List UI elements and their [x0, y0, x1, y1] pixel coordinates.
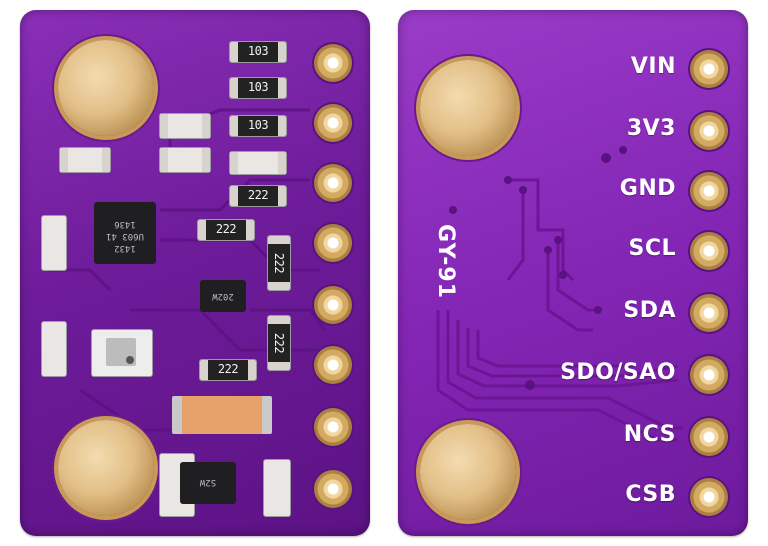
regulator-text: 202W: [212, 291, 234, 301]
header-pad-4: [314, 224, 352, 262]
header-pad-2: [314, 104, 352, 142]
resistor-label: 222: [215, 222, 237, 236]
header-pad-back-gnd: [690, 172, 728, 210]
header-pad-back-3v3: [690, 112, 728, 150]
imu-chip: U603 41 1436 1432: [94, 202, 156, 264]
resistor-label: 222: [272, 332, 286, 354]
header-pad-3: [314, 164, 352, 202]
tantalum-capacitor: [172, 396, 272, 434]
header-pad-back-vin: [690, 50, 728, 88]
header-pad-back-sda: [690, 294, 728, 332]
capacitor-c1: [160, 114, 210, 138]
barometer-sensor: [92, 330, 152, 376]
capacitor-c7: [264, 460, 290, 516]
regulator-chip: 202W: [200, 280, 246, 312]
mount-hole-top-left: [58, 40, 154, 136]
capacitor-c6: [42, 322, 66, 376]
header-pad-back-csb: [690, 478, 728, 516]
resistor-r8: 222: [200, 360, 256, 380]
pcb-back-side: VIN 3V3 GND SCL SDA SDO/SAO NCS CSB GY-9…: [398, 10, 748, 536]
header-pad-back-scl: [690, 232, 728, 270]
resistor-r1: 103: [230, 42, 286, 62]
pin-label-vin: VIN: [630, 54, 676, 79]
pcb-front-side: 103 103 103 222 222 222 222 222 U603 41 …: [20, 10, 370, 536]
board-model-label: GY-91: [433, 224, 458, 300]
resistor-r2: 103: [230, 78, 286, 98]
capacitor-c4: [230, 152, 286, 174]
imu-chip-line-2: 1436: [114, 219, 136, 229]
header-pad-8: [314, 470, 352, 508]
header-pad-6: [314, 346, 352, 384]
resistor-label: 222: [217, 362, 239, 376]
pin-label-sdo-sao: SDO/SAO: [560, 360, 676, 385]
pin-label-3v3: 3V3: [626, 116, 676, 141]
resistor-r3: 103: [230, 116, 286, 136]
resistor-label: 103: [247, 80, 269, 94]
capacitor-c2: [60, 148, 110, 172]
header-pad-7: [314, 408, 352, 446]
ldo-text: S2W: [199, 477, 217, 487]
ldo-chip: S2W: [180, 462, 236, 504]
pin-label-gnd: GND: [619, 176, 676, 201]
resistor-label: 103: [247, 118, 269, 132]
header-pad-back-sdo-sao: [690, 356, 728, 394]
pin-label-ncs: NCS: [623, 422, 676, 447]
resistor-label: 103: [247, 44, 269, 58]
header-pad-back-ncs: [690, 418, 728, 456]
imu-chip-line-3: 1432: [114, 243, 136, 253]
resistor-r4: 222: [230, 186, 286, 206]
resistor-r5: 222: [198, 220, 254, 240]
resistor-label: 222: [247, 188, 269, 202]
resistor-label: 222: [272, 252, 286, 274]
capacitor-c5: [42, 216, 66, 270]
mount-hole-top-left-back: [420, 60, 516, 156]
header-pad-1: [314, 44, 352, 82]
back-traces: [436, 146, 683, 442]
pin-label-csb: CSB: [625, 482, 676, 507]
pin-label-sda: SDA: [623, 298, 676, 323]
header-pad-5: [314, 286, 352, 324]
mount-hole-bottom-left-back: [420, 424, 516, 520]
imu-chip-line-1: U603 41: [106, 231, 144, 241]
pin-label-scl: SCL: [628, 236, 676, 261]
mount-hole-bottom-left: [58, 420, 154, 516]
resistor-r6: 222: [268, 236, 290, 290]
resistor-r7: 222: [268, 316, 290, 370]
capacitor-c3: [160, 148, 210, 172]
